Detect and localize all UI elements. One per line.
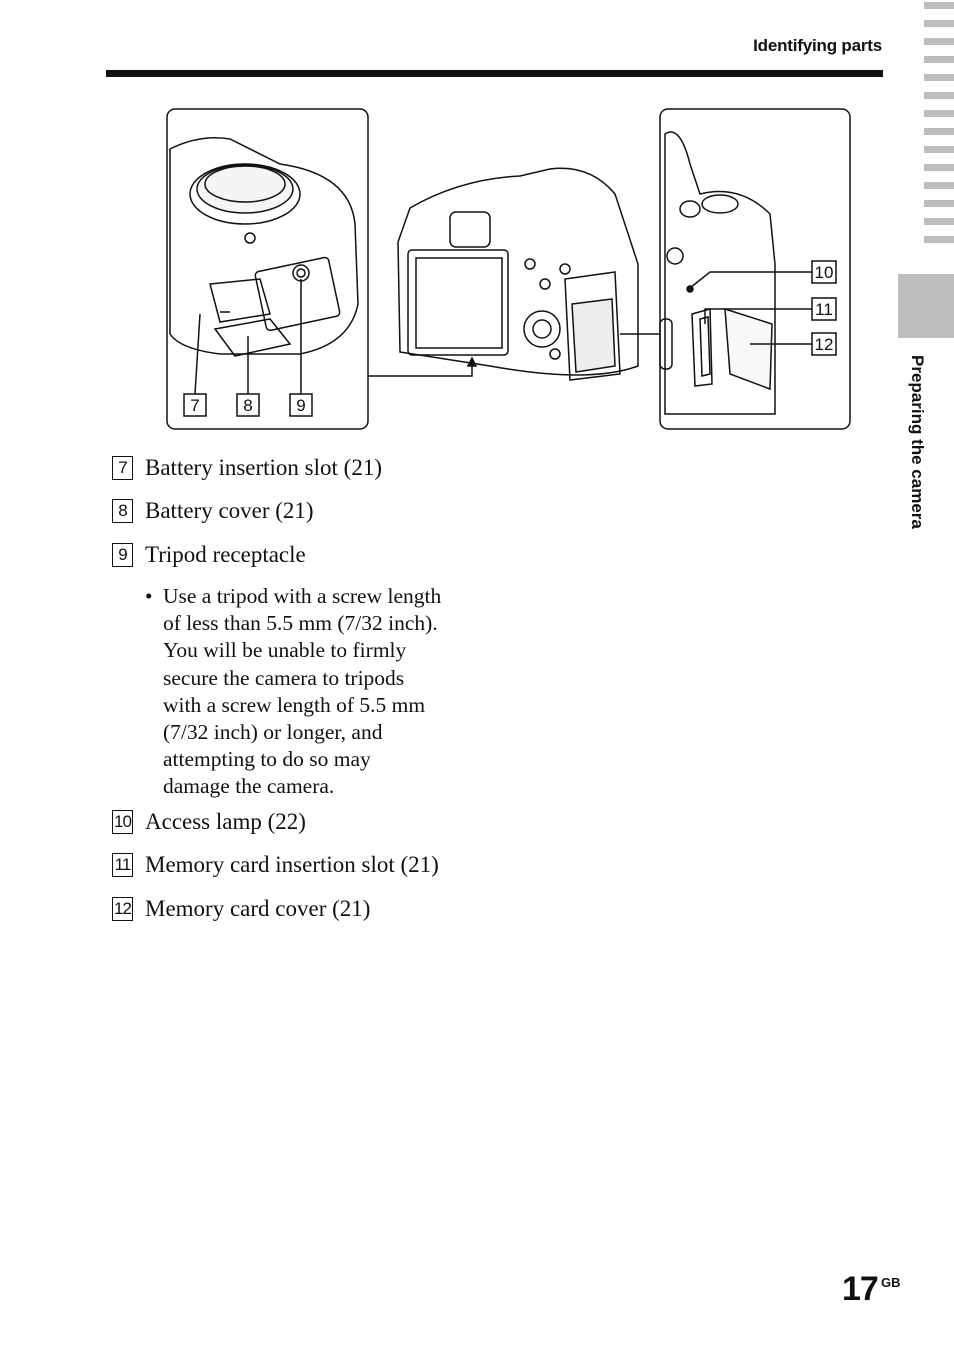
side-view-frame (659, 108, 851, 430)
part-item-11: 11 Memory card insertion slot (21) (112, 851, 439, 879)
part-item-12: 12 Memory card cover (21) (112, 895, 370, 923)
thumb-strip (924, 38, 954, 45)
part-label: Access lamp (22) (145, 809, 306, 834)
thumb-strip (924, 200, 954, 207)
section-label: Preparing the camera (908, 355, 927, 529)
part-number: 12 (112, 897, 133, 921)
part-label: Memory card cover (21) (145, 896, 371, 921)
page-number: 17 (842, 1270, 879, 1308)
note-text: Use a tripod with a screw length of less… (163, 584, 442, 799)
section-tab (898, 274, 954, 338)
part-item-7: 7 Battery insertion slot (21) (112, 454, 382, 482)
thumb-strip (924, 74, 954, 81)
bottom-view-frame (166, 108, 369, 430)
thumb-strip (924, 236, 954, 243)
part-label: Battery cover (21) (145, 498, 314, 523)
part-number: 10 (112, 810, 133, 834)
callout-10: 10 (815, 263, 834, 282)
thumb-strip (924, 2, 954, 9)
header-rule (106, 70, 883, 77)
thumb-strip (924, 56, 954, 63)
thumb-strip (924, 146, 954, 153)
part-label: Memory card insertion slot (21) (145, 852, 439, 877)
page-suffix: GB (881, 1275, 901, 1290)
part-number: 9 (112, 543, 133, 567)
part-item-9: 9 Tripod receptacle (112, 541, 306, 569)
page-header-title: Identifying parts (753, 36, 882, 55)
part-number: 8 (112, 499, 133, 523)
part-label: Tripod receptacle (145, 542, 306, 567)
part-item-10: 10 Access lamp (22) (112, 808, 306, 836)
camera-parts-illustration: 7 8 9 10 11 12 (166, 108, 851, 430)
thumb-strip (924, 164, 954, 171)
thumb-strip (924, 110, 954, 117)
thumb-strip (924, 182, 954, 189)
part-label: Battery insertion slot (21) (145, 455, 382, 480)
callout-8: 8 (243, 396, 252, 415)
note-bullet: • (145, 584, 153, 608)
side-thumb-index (924, 0, 954, 254)
part-item-8: 8 Battery cover (21) (112, 497, 314, 525)
callout-11: 11 (815, 300, 833, 319)
callout-9: 9 (296, 396, 305, 415)
thumb-strip (924, 218, 954, 225)
callout-7: 7 (190, 396, 199, 415)
part-number: 7 (112, 456, 133, 480)
callout-12: 12 (815, 335, 834, 354)
thumb-strip (924, 128, 954, 135)
part-number: 11 (112, 853, 133, 877)
tripod-note: • Use a tripod with a screw length of le… (145, 583, 485, 801)
thumb-strip (924, 20, 954, 27)
thumb-strip (924, 92, 954, 99)
